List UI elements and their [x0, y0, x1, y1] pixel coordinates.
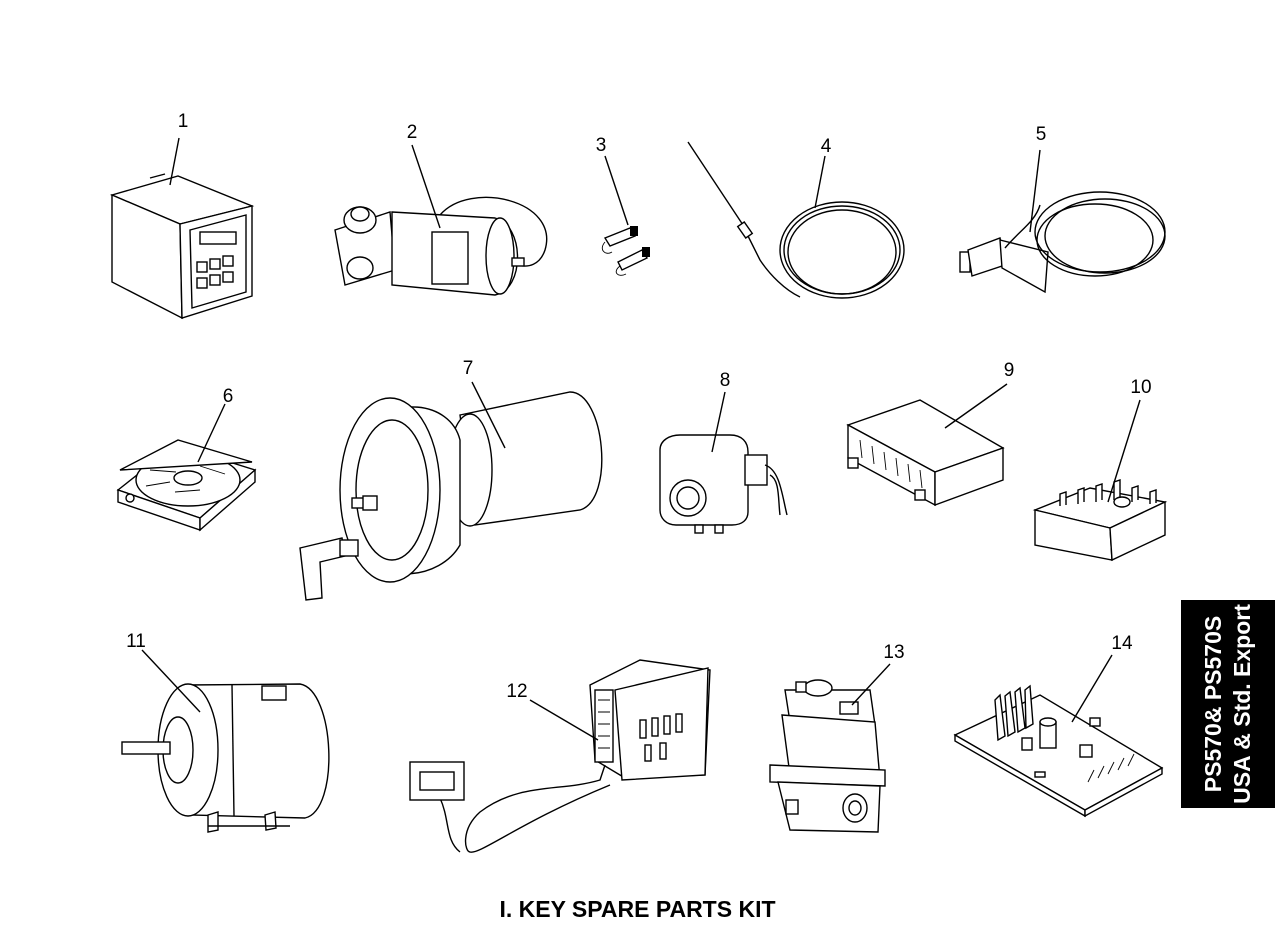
- model-tab-line-1: PS570& PS570S: [1200, 615, 1226, 793]
- leader-line-11: [141, 649, 201, 713]
- leader-line-6: [197, 403, 226, 463]
- callout-number: 8: [720, 370, 731, 391]
- leader-line-7: [471, 381, 506, 449]
- gas-valve-icon: [769, 679, 886, 833]
- leader-line-14: [1071, 654, 1113, 723]
- callout-number: 3: [596, 135, 607, 156]
- page-title: I. KEY SPARE PARTS KIT: [499, 896, 776, 922]
- callout-number: 1: [178, 111, 189, 132]
- relay-module-icon: [846, 399, 1005, 507]
- model-tab-line-2: USA & Std. Export: [1229, 604, 1255, 804]
- callout-number: 10: [1130, 377, 1151, 398]
- electric-motor-icon: [121, 683, 330, 833]
- heat-sink-module-icon: [1032, 479, 1168, 562]
- gear-motor-icon: [334, 196, 548, 296]
- callout-number: 2: [407, 122, 418, 143]
- leader-line-13: [851, 663, 891, 706]
- cooling-fan-icon: [116, 439, 257, 532]
- leader-line-9: [944, 383, 1008, 429]
- leader-line-4: [814, 155, 826, 209]
- callout-number: 5: [1036, 124, 1047, 145]
- model-side-tab: PS570& PS570S USA & Std. Export: [1181, 600, 1275, 808]
- leader-line-12: [529, 699, 599, 741]
- callout-number: 7: [463, 358, 474, 379]
- callout-number: 9: [1004, 360, 1015, 381]
- temperature-probe-icon: [687, 141, 905, 299]
- leader-line-8: [711, 391, 726, 453]
- callout-number: 13: [883, 642, 904, 663]
- leader-line-3: [604, 155, 629, 226]
- thermostat-bulb-icon: [959, 191, 1166, 294]
- leader-line-2: [411, 144, 441, 229]
- callout-number: 6: [223, 386, 234, 407]
- leader-line-1: [169, 137, 180, 186]
- motor-brushes-icon: [601, 226, 650, 276]
- callout-number: 11: [126, 631, 146, 652]
- leader-line-5: [1029, 149, 1041, 233]
- leader-line-10: [1107, 399, 1141, 503]
- controller-box-icon: [109, 173, 255, 320]
- callout-number: 12: [506, 681, 527, 702]
- ignition-control-board-icon: [409, 659, 711, 853]
- air-pressure-switch-icon: [659, 434, 788, 534]
- callout-number: 4: [821, 136, 832, 157]
- callout-number: 14: [1111, 633, 1133, 654]
- blower-motor-icon: [299, 391, 603, 601]
- circuit-board-icon: [953, 684, 1164, 818]
